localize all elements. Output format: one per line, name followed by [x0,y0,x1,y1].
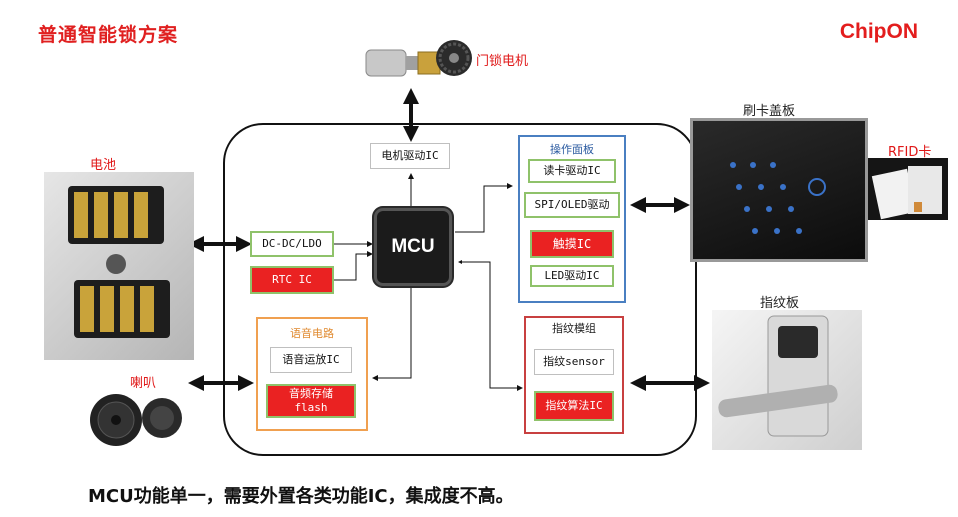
speaker-label: 喇叭 [130,376,157,391]
voice-amp-ic: 语音运放IC [270,347,352,373]
fp-algo-ic: 指纹算法IC [534,391,614,421]
fp-group-title: 指纹模组 [552,322,596,335]
motor-image [362,28,472,86]
lock-board-outline [223,123,697,456]
dcdc-ldo-box: DC-DC/LDO [250,231,334,257]
audio-flash-box: 音频存储 flash [266,384,356,418]
voice-group-title: 语音电路 [290,327,334,340]
speaker-image [86,388,186,450]
mcu-chip: MCU [377,211,449,283]
brand-logo: ChipON [839,20,918,43]
spi-oled-driver: SPI/OLED驱动 [524,192,620,218]
page-title: 普通智能锁方案 [38,24,179,46]
rfid-label: RFID卡 [888,145,932,160]
fp-board-image [712,310,862,450]
card-cover-image [690,118,868,262]
audio-flash-line1: 音频存储 [289,387,333,400]
voice-circuit-group: 语音电路 [256,317,368,431]
battery-label: 电池 [90,158,117,173]
motor-driver-ic: 电机驱动IC [370,143,450,169]
motor-label: 门锁电机 [476,54,529,69]
card-reader-ic: 读卡驱动IC [528,159,616,183]
rfid-card-image [868,158,948,220]
audio-flash-line2: flash [294,401,328,414]
card-cover-label: 刷卡盖板 [743,104,796,119]
fp-board-label: 指纹板 [760,296,800,311]
battery-image [44,172,194,360]
touch-ic: 触摸IC [530,230,614,258]
fingerprint-module-group: 指纹模组 [524,316,624,434]
led-driver-ic: LED驱动IC [530,265,614,287]
fp-sensor: 指纹sensor [534,349,614,375]
summary-caption: MCU功能单一，需要外置各类功能IC，集成度不高。 [88,486,514,507]
rtc-ic-box: RTC IC [250,266,334,294]
panel-group-title: 操作面板 [550,143,594,156]
operation-panel-group: 操作面板 [518,135,626,303]
